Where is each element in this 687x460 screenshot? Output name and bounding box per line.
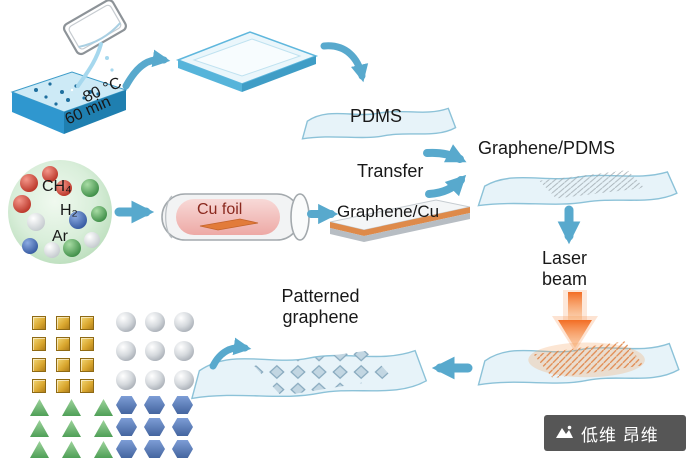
arrow-transfer-bottom (425, 174, 467, 198)
square-pattern-shape (80, 379, 94, 393)
cu-foil-label: Cu foil (197, 201, 243, 218)
hexagon-pattern-shape (144, 396, 165, 414)
laser-written-area (533, 341, 644, 379)
hexagon-pattern-shape (172, 440, 193, 458)
hexagon-pattern-shape (144, 418, 165, 436)
square-pattern-grid (32, 316, 94, 393)
watermark-text: 低维 昂维 (581, 425, 659, 445)
watermark: 低维 昂维 (544, 415, 686, 451)
arrow-transfer-top (423, 144, 467, 163)
mountain-logo-icon (556, 425, 573, 438)
laser-target-sheet-graphic (470, 341, 682, 400)
patterned-graphene-label-line1: Patterned (281, 286, 360, 306)
gas-mixture-graphic (8, 160, 112, 264)
square-pattern-shape (56, 358, 70, 372)
laser-beam-label: Laser beam (542, 248, 587, 290)
cu-foil-graphic (199, 218, 259, 231)
gas-ar-label: Ar (52, 228, 68, 245)
square-pattern-shape (56, 379, 70, 393)
patterned-graphene-label: Patterned graphene (243, 286, 398, 328)
droplet (105, 56, 109, 60)
laser-beam-graphic (552, 290, 598, 352)
laser-beam-label-line2: beam (542, 269, 588, 289)
graphene-pdms-label: Graphene/PDMS (478, 138, 616, 158)
sphere-pattern-shape (116, 370, 136, 390)
sphere-pattern-shape (145, 370, 165, 390)
graphene-film-texture (539, 170, 645, 199)
hexagon-pattern-grid (116, 396, 193, 458)
transfer-label: Transfer (357, 161, 424, 181)
droplet (110, 68, 114, 72)
sphere-pattern-shape (116, 312, 136, 332)
graphene-cu-stack-graphic (330, 199, 470, 242)
gas-ch4-label: CH₄ (42, 178, 72, 195)
gas-molecules (13, 166, 107, 258)
pour-stream (76, 42, 103, 88)
hexagon-pattern-shape (144, 440, 165, 458)
sphere-pattern-grid (116, 312, 194, 390)
arrow-patterns-to-patterned-sheet (209, 337, 252, 370)
cured-slab-graphic (175, 31, 319, 92)
pdms-label: PDMS (350, 106, 403, 126)
square-pattern-shape (80, 316, 94, 330)
square-pattern-shape (32, 379, 46, 393)
square-pattern-shape (32, 358, 46, 372)
pouring-dish-graphic (62, 0, 127, 56)
laser-beam-label-line1: Laser (542, 248, 588, 268)
hexagon-pattern-shape (116, 396, 137, 414)
sphere-pattern-shape (174, 312, 194, 332)
patterned-area (253, 350, 393, 396)
square-pattern-shape (80, 358, 94, 372)
hexagon-pattern-shape (172, 396, 193, 414)
square-pattern-shape (56, 316, 70, 330)
liquid-speckles (34, 82, 100, 106)
hexagon-pattern-shape (116, 440, 137, 458)
arrow-tray-to-slab (122, 49, 171, 90)
patterned-graphene-sheet-graphic (182, 328, 430, 416)
triangle-pattern-grid (30, 399, 113, 458)
square-pattern-shape (80, 337, 94, 351)
patterned-graphene-label-line2: graphene (282, 307, 359, 327)
pdms-sheet-graphic (296, 94, 458, 150)
arrow-slab-to-pdms (320, 42, 369, 83)
sphere-pattern-shape (174, 341, 194, 361)
sphere-pattern-shape (145, 312, 165, 332)
hexagon-pattern-shape (172, 418, 193, 436)
sphere-pattern-shape (145, 341, 165, 361)
graphene-pdms-sheet-graphic (470, 170, 680, 218)
gas-h2-label: H₂ (60, 202, 78, 219)
casting-tray-graphic (10, 71, 128, 134)
sphere-pattern-shape (174, 370, 194, 390)
square-pattern-shape (56, 337, 70, 351)
tube-furnace-graphic (161, 193, 310, 241)
graphene-cu-label: Graphene/Cu (337, 202, 440, 221)
square-pattern-shape (32, 316, 46, 330)
square-pattern-shape (32, 337, 46, 351)
hexagon-pattern-shape (116, 418, 137, 436)
sphere-pattern-shape (116, 341, 136, 361)
